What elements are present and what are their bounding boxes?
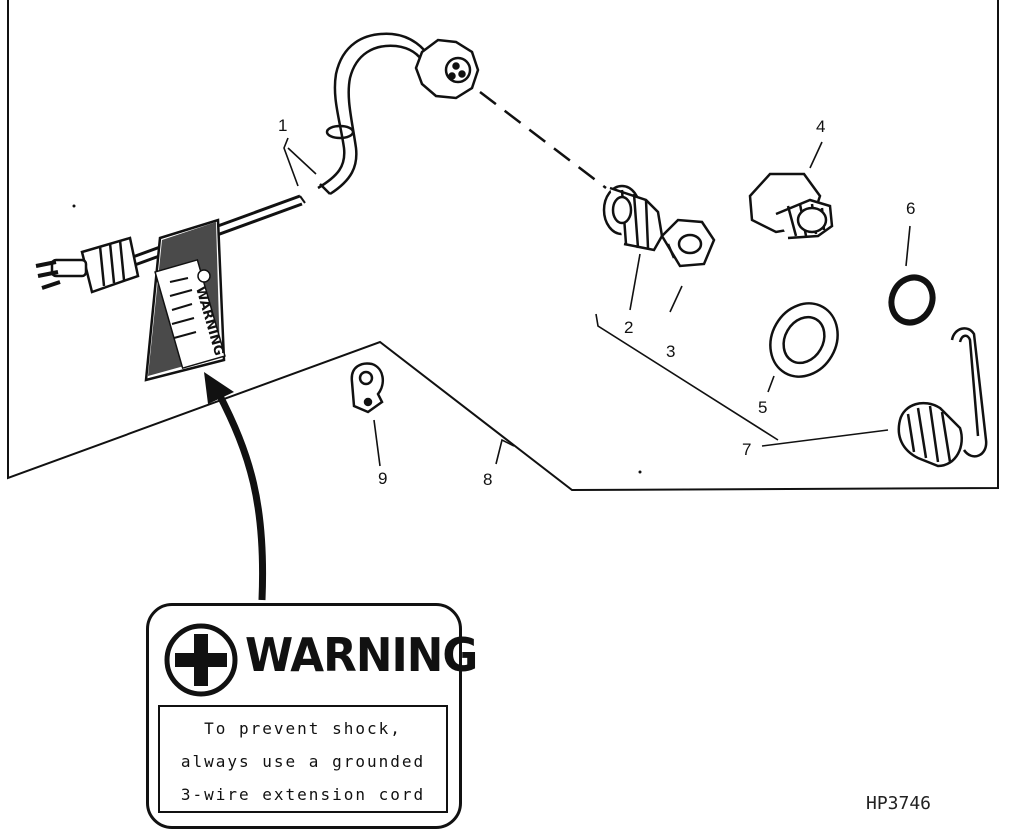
part-9-clamp [350,362,385,414]
part-6-o-ring [888,274,936,326]
part-7-element [897,327,988,468]
callout-4: 4 [816,117,826,136]
callout-3: 3 [666,342,676,361]
drawing-code: HP3746 [866,793,932,814]
warning-heading: WARNING [245,628,478,682]
warning-line-1: To prevent shock, [204,719,402,738]
speck [72,204,76,208]
warning-line-3: 3-wire extension cord [180,785,426,804]
part-3-hex-nut [660,218,716,268]
ground-cross-icon [164,623,238,697]
speck [638,470,642,474]
callout-5: 5 [758,398,768,417]
cord-warning-tag [144,218,226,382]
part-5-washer [769,302,839,378]
lead-connector [414,38,480,100]
pointer-arrow [204,372,267,601]
callout-6: 6 [906,199,916,218]
callout-1: 1 [278,116,288,135]
part-2-connector [602,184,664,252]
callout-9: 9 [378,469,388,488]
warning-line-2: always use a grounded [180,752,426,771]
assembly-dashed-line [479,91,607,189]
callout-7: 7 [742,440,752,459]
warning-text-box: To prevent shock, always use a grounded … [158,705,448,813]
motor-lead [317,32,432,196]
panel-outline [7,0,999,492]
plug [35,236,140,294]
leader-lines [283,137,911,467]
part-4-hex-nut [748,172,834,240]
warning-label: WARNING To prevent shock, always use a g… [146,603,478,829]
callout-2: 2 [624,318,634,337]
callout-8: 8 [483,470,493,489]
